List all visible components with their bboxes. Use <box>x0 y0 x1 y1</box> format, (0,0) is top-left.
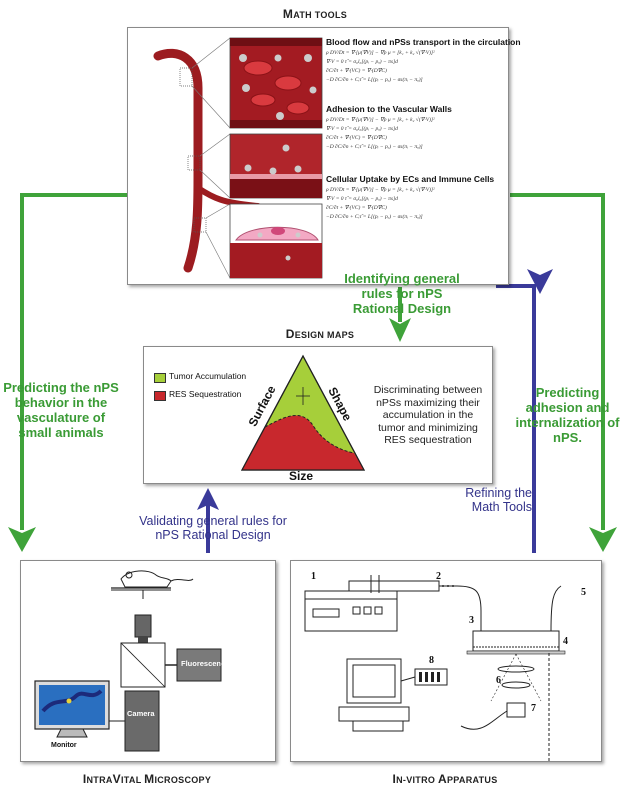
component-number: 7 <box>531 703 536 714</box>
equation: −D ∂C/∂n + Cᵢτ̃ = L[(pᵢ − pₒ) − σs(πᵢ − … <box>326 214 423 220</box>
monitor-label: Monitor <box>51 742 77 749</box>
equation: ∇·V = 0 τ̃ = σ₀l₀[(pᵢ − pₒ) − πs]d <box>326 59 398 65</box>
math-section-heading: Adhesion to the Vascular Walls <box>326 104 452 114</box>
math-section-heading: Blood flow and nPSs transport in the cir… <box>326 37 521 47</box>
vessel-illustration <box>153 37 323 279</box>
component-number: 1 <box>311 571 316 582</box>
component-number: 6 <box>496 675 501 686</box>
predicting-behavior-arrow <box>8 193 127 552</box>
design-maps-description: Discriminating between nPSs maximizing t… <box>373 384 483 446</box>
component-number: 3 <box>469 615 474 626</box>
microscope-illustration <box>34 570 222 752</box>
component-number: 5 <box>581 587 586 598</box>
equation: ∇·V = 0 τ̃ = σ₀l₀[(pᵢ − pₒ) − πs]d <box>326 126 398 132</box>
equation: ∂C/∂t + ∇·(VC) = ∇·(D∇C) <box>326 68 387 74</box>
identifying-rules-label: Identifying general rules for nPS Ration… <box>344 271 460 316</box>
invitro-panel: 1 2 3 4 5 6 7 8 <box>290 560 602 762</box>
design-maps-title-text: ESIGN MAPS <box>294 330 355 340</box>
intravital-panel: Fluorescence Camera Monitor <box>20 560 276 762</box>
identifying-rules-arrow <box>389 287 411 342</box>
design-maps-panel: Tumor Accumulation RES Sequestration Sur… <box>143 346 493 484</box>
invitro-title: IN-VITRO APPARATUS <box>392 772 498 786</box>
intravital-title: INTRAVITAL MICROSCOPY <box>82 772 212 786</box>
legend-label-tumor: Tumor Accumulation <box>169 371 247 381</box>
component-number: 4 <box>563 636 568 647</box>
predicting-adhesion-label: Predicting adhesion and internalization … <box>515 385 620 445</box>
legend-swatch-res <box>154 391 166 401</box>
predicting-adhesion-arrow <box>510 193 617 552</box>
validating-rules-label: Validating general rules for nPS Rationa… <box>139 514 287 542</box>
equation: ∇·V = 0 τ̃ = σ₀l₀[(pᵢ − pₒ) − πs]d <box>326 196 398 202</box>
design-triangle <box>240 354 366 471</box>
refining-label: Refining the Math Tools <box>465 486 532 514</box>
math-section-heading: Cellular Uptake by ECs and Immune Cells <box>326 174 495 184</box>
equation: ρ DV/Dt = ∇·[μ(∇V)] − ∇p μ = [k₁ + k₂ √(… <box>326 117 435 123</box>
legend-swatch-tumor <box>154 373 166 383</box>
equation: ρ DV/Dt = ∇·[μ(∇V)] − ∇p μ = [k₁ + k₂ √(… <box>326 187 435 193</box>
refining-arrow <box>496 269 553 553</box>
equation: ∂C/∂t + ∇·(VC) = ∇·(D∇C) <box>326 205 387 211</box>
fluorescence-label: Fluorescence <box>181 659 230 668</box>
predicting-behavior-label: Predicting the nPS behavior in the vascu… <box>3 380 119 440</box>
math-tools-title-text: ATH TOOLS <box>293 10 348 20</box>
camera-label: Camera <box>127 709 155 718</box>
equation: −D ∂C/∂n + Cᵢτ̃ = L[(pᵢ − pₒ) − σs(πᵢ − … <box>326 77 423 83</box>
math-tools-panel: Blood flow and nPSs transport in the cir… <box>127 27 521 285</box>
equation: ρ DV/Dt = ∇·[μ(∇V)] − ∇p μ = [k₁ + k₂ √(… <box>326 50 435 56</box>
legend-label-res: RES Sequestration <box>169 389 242 399</box>
component-number: 2 <box>436 571 441 582</box>
component-number: 8 <box>429 655 434 666</box>
design-maps-title: DESIGN MAPS <box>285 327 355 341</box>
validating-arrow <box>197 488 219 553</box>
equation: ∂C/∂t + ∇·(VC) = ∇·(D∇C) <box>326 135 387 141</box>
apparatus-illustration <box>304 575 566 761</box>
equation: −D ∂C/∂n + Cᵢτ̃ = L[(pᵢ − pₒ) − σs(πᵢ − … <box>326 144 423 150</box>
math-tools-title: MATH TOOLS <box>282 7 348 21</box>
axis-size: Size <box>289 469 314 483</box>
